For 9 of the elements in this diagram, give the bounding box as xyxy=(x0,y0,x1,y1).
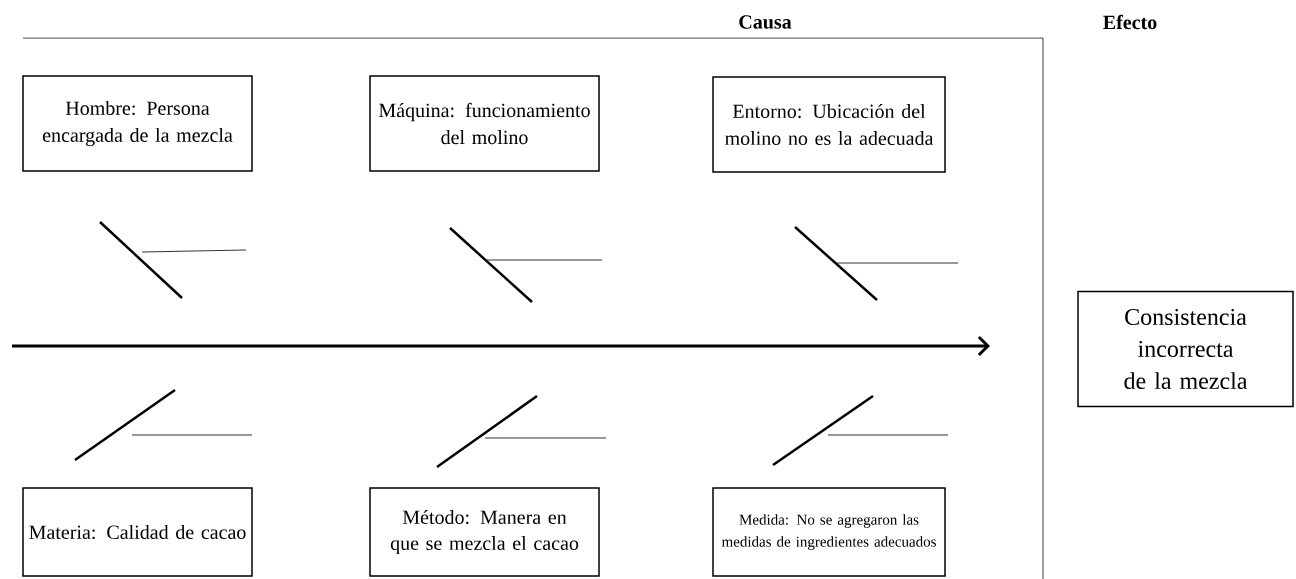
cause-box: Máquina: funcionamiento del molino xyxy=(369,75,600,172)
cause-box: Medida: No se agregaron las medidas de ingredientes adecuados xyxy=(712,487,946,577)
effect-box: Consistencia incorrecta de la mezcla xyxy=(1077,290,1294,408)
cause-box: Entorno: Ubicación del molino no es la adecuada xyxy=(712,76,946,173)
cause-box: Método: Manera en que se mezcla el cacao xyxy=(369,487,600,577)
cause-box: Hombre: Persona encargada de la mezcla xyxy=(22,75,253,172)
heading: Efecto xyxy=(1103,14,1157,30)
heading: Causa xyxy=(739,15,792,29)
cause-box: Materia: Calidad de cacao xyxy=(22,487,253,577)
